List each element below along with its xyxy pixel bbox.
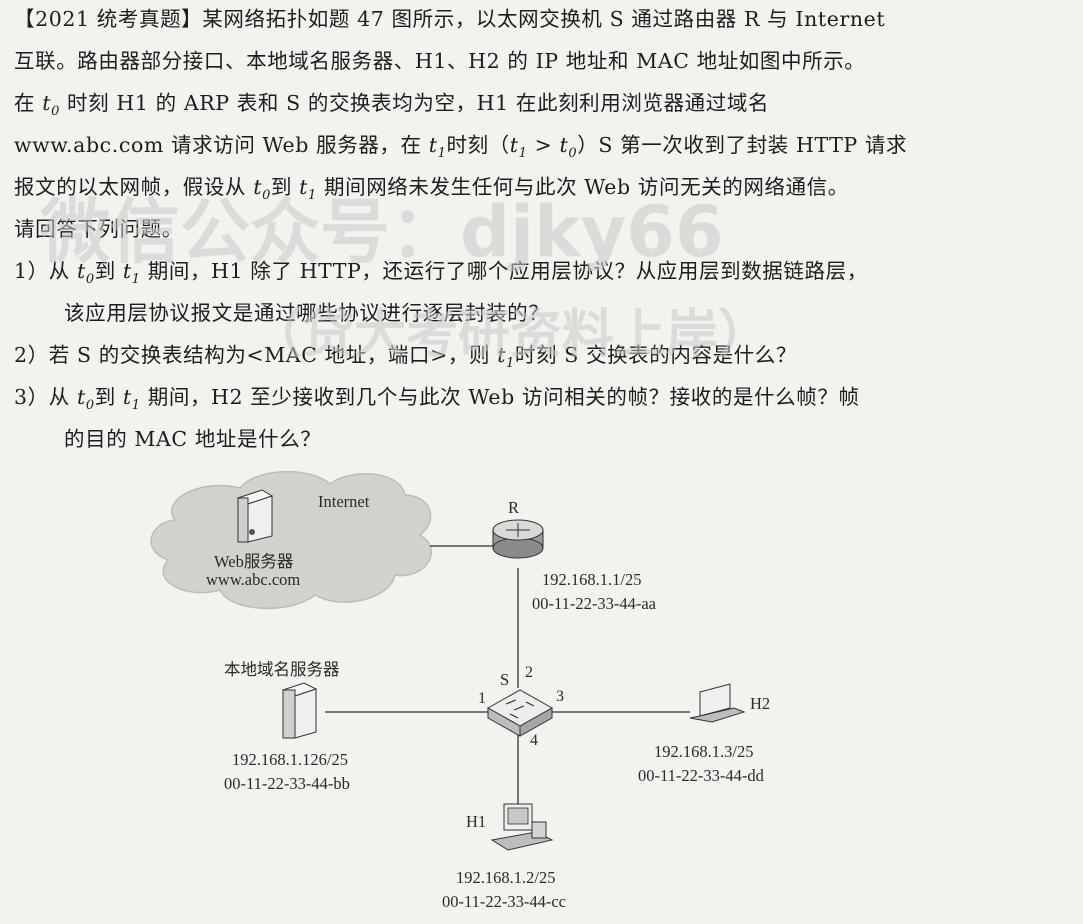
dns-mac-label: 00-11-22-33-44-bb: [224, 774, 350, 793]
h1-mac-label: 00-11-22-33-44-cc: [442, 892, 567, 911]
port-2-label: 2: [525, 664, 533, 681]
dns-ip-label: 192.168.1.126/25: [232, 750, 348, 769]
port-3-label: 3: [556, 688, 564, 705]
question-line-6: 请回答下列问题。: [14, 217, 183, 241]
router-icon: [492, 519, 544, 559]
question-line-1: 【2021 统考真题】某网络拓扑如题 47 图所示，以太网交换机 S 通过路由器…: [14, 7, 886, 31]
h2-mac-label: 00-11-22-33-44-dd: [638, 766, 764, 785]
port-4-label: 4: [530, 732, 538, 749]
links: [325, 545, 690, 810]
sub-question-1: 1）从 t0到 t1 期间，H1 除了 HTTP，还运行了哪个应用层协议？从应用…: [14, 259, 868, 288]
router-ip-label: 192.168.1.1/25: [542, 570, 642, 589]
source-tag: 【2021 统考真题】: [14, 7, 203, 31]
sub-question-2: 2）若 S 的交换表结构为<MAC 地址，端口>，则 t1时刻 S 交换表的内容…: [14, 343, 797, 372]
h1-name-label: H1: [466, 812, 487, 831]
sub-question-1-cont: 该应用层协议报文是通过哪些协议进行逐层封装的？: [64, 301, 550, 325]
switch-name-label: S: [500, 670, 510, 689]
question-line-3: 在 t0 时刻 H1 的 ARP 表和 S 的交换表均为空，H1 在此刻利用浏览…: [14, 91, 770, 120]
sub-question-3: 3）从 t0到 t1 期间，H2 至少接收到几个与此次 Web 访问相关的帧？接…: [14, 385, 860, 414]
router-mac-label: 00-11-22-33-44-aa: [532, 594, 657, 613]
internet-cloud: [150, 470, 433, 610]
dns-name-label: 本地域名服务器: [224, 660, 340, 679]
port-1-label: 1: [478, 690, 486, 707]
web-server-label: Web服务器: [214, 552, 294, 571]
router-name-label: R: [508, 498, 520, 517]
sub-question-3-cont: 的目的 MAC 地址是什么？: [64, 427, 322, 451]
switch-icon: [486, 689, 554, 737]
question-line-2: 互联。路由器部分接口、本地域名服务器、H1、H2 的 IP 地址和 MAC 地址…: [14, 49, 866, 73]
question-line-4: www.abc.com 请求访问 Web 服务器，在 t1时刻（t1 > t0）…: [14, 133, 908, 162]
h1-desktop-icon: [490, 803, 554, 851]
h2-ip-label: 192.168.1.3/25: [654, 742, 754, 761]
question-line-5: 报文的以太网帧，假设从 t0到 t1 期间网络未发生任何与此次 Web 访问无关…: [14, 175, 849, 204]
h2-laptop-icon: [689, 683, 746, 723]
dns-server-icon: [281, 682, 318, 739]
web-domain-label: www.abc.com: [206, 570, 301, 589]
internet-label: Internet: [318, 492, 370, 511]
h2-name-label: H2: [750, 694, 771, 713]
h1-ip-label: 192.168.1.2/25: [456, 868, 556, 887]
web-server-icon: [236, 489, 274, 543]
